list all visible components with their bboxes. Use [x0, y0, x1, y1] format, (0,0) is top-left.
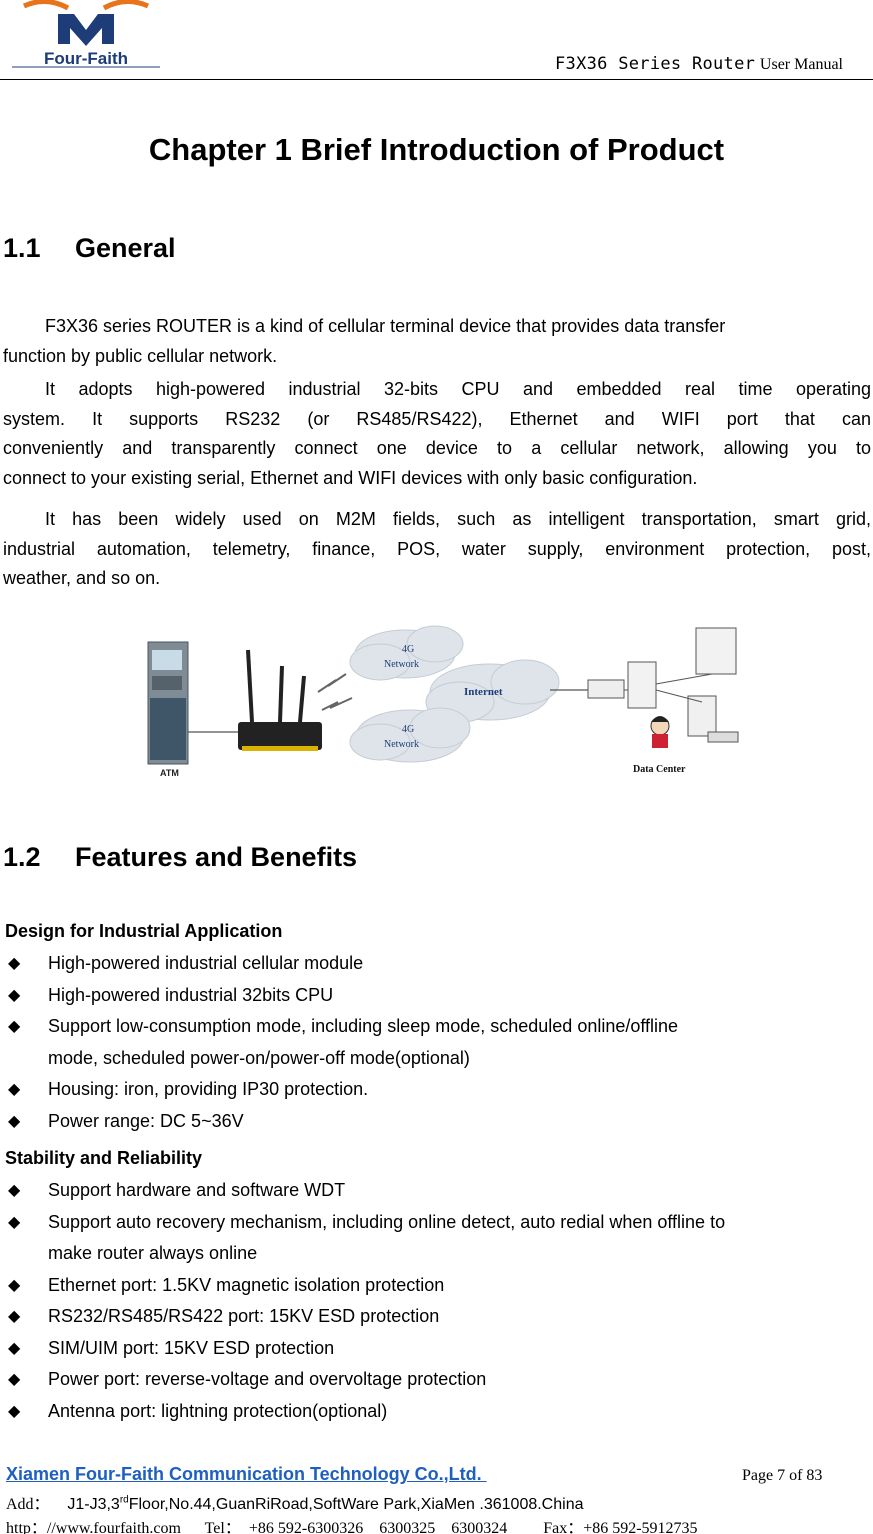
general-paragraph: F3X36 series ROUTER is a kind of cellula…	[3, 312, 871, 371]
network-diagram: ATM 4G Network Internet 4G Network Data …	[147, 625, 739, 778]
stability-heading: Stability and Reliability	[5, 1148, 203, 1168]
item-text: Power port: reverse-voltage and overvolt…	[48, 1369, 487, 1389]
cloud-label: 4G	[402, 644, 414, 655]
diamond-bullet-icon: ◆	[8, 955, 21, 972]
cloud-label: Network	[384, 659, 419, 670]
diamond-bullet-icon: ◆	[8, 1308, 21, 1325]
cloud-label: Internet	[464, 686, 503, 698]
diamond-bullet-icon: ◆	[8, 1112, 21, 1130]
item-text: Support low-consumption mode, including …	[48, 1016, 679, 1036]
diamond-bullet-icon: ◆	[8, 1339, 21, 1357]
general-paragraph: It has been widely used on M2M fields, s…	[3, 505, 871, 594]
four-faith-logo: Four-Faith	[12, 0, 160, 68]
cloud-label: Network	[384, 739, 419, 750]
stability-list: ◆ Support hardware and software WDT ◆ Supp…	[5, 1175, 871, 1427]
item-text: Housing: iron, providing IP30 protection…	[48, 1079, 369, 1099]
list-item: ◆ High-powered industrial 32bits CPU	[5, 980, 871, 1012]
item-text: RS232/RS485/RS422 port: 15KV ESD protect…	[48, 1306, 440, 1326]
general-paragraph: It adopts high-powered industrial 32-bit…	[3, 375, 871, 493]
operator-icon	[650, 716, 670, 748]
text-line: weather, and so on.	[3, 568, 161, 588]
diamond-bullet-icon: ◆	[8, 1182, 21, 1199]
section-number: 1.2	[3, 842, 41, 872]
address-pre: J1-J3,3	[67, 1496, 120, 1513]
address-sup: rd	[119, 1494, 129, 1506]
signal-icon	[321, 697, 353, 711]
item-text: SIM/UIM port: 15KV ESD protection	[48, 1337, 335, 1358]
cloud-label: 4G	[402, 724, 414, 735]
section-number: 1.1	[3, 233, 41, 263]
text-line: F3X36 series ROUTER is a kind of cellula…	[45, 316, 726, 336]
list-item: ◆ Antenna port: lightning protection(opti…	[5, 1396, 871, 1428]
page-number: Page 7 of 83	[742, 1467, 823, 1484]
list-item: ◆ Power range: DC 5~36V	[5, 1106, 871, 1138]
list-item: ◆ Housing: iron, providing IP30 protectio…	[5, 1074, 871, 1106]
section-title: Features and Benefits	[75, 842, 358, 872]
signal-icon	[317, 673, 347, 693]
diamond-bullet-icon: ◆	[8, 986, 21, 1004]
item-text: Support hardware and software WDT	[48, 1180, 346, 1200]
item-text: make router always online	[48, 1243, 258, 1263]
section-title: General	[75, 233, 176, 263]
diamond-bullet-icon: ◆	[8, 1081, 21, 1098]
address-label: Add：	[6, 1496, 50, 1513]
text-line: industrial automation, telemetry, financ…	[3, 538, 871, 559]
header-title: F3X36 Series Router User Manual	[555, 54, 843, 74]
footer-address: Add： J1-J3,3rdFloor,No.44,GuanRiRoad,Sof…	[6, 1490, 583, 1514]
design-list: ◆ High-powered industrial cellular module…	[5, 948, 871, 1137]
item-text: Power range: DC 5~36V	[48, 1110, 244, 1131]
diamond-bullet-icon: ◆	[8, 1276, 21, 1294]
section-general-heading: 1.1 General	[3, 233, 176, 264]
list-item: ◆ RS232/RS485/RS422 port: 15KV ESD protec…	[5, 1301, 871, 1333]
diamond-bullet-icon: ◆	[8, 1371, 21, 1388]
cloud-icon	[349, 625, 560, 763]
list-item: ◆ Ethernet port: 1.5KV magnetic isolation…	[5, 1270, 871, 1302]
chapter-title: Chapter 1 Brief Introduction of Product	[148, 132, 725, 167]
diamond-bullet-icon: ◆	[8, 1018, 21, 1035]
text-line: function by public cellular network.	[3, 345, 278, 366]
text-line: connect to your existing serial, Etherne…	[3, 467, 698, 488]
text-line: system. It supports RS232 (or RS485/RS42…	[3, 408, 871, 429]
address-post: Floor,No.44,GuanRiRoad,SoftWare Park,Xia…	[128, 1496, 584, 1513]
list-item: ◆ High-powered industrial cellular module	[5, 948, 871, 980]
header-rule	[0, 79, 873, 80]
section-features-heading: 1.2 Features and Benefits	[3, 842, 357, 873]
text-line: conveniently and transparently connect o…	[3, 438, 871, 458]
data-center-label: Data Center	[633, 764, 686, 775]
diamond-bullet-icon: ◆	[8, 1213, 21, 1231]
product-name: F3X36 Series Router	[555, 54, 756, 74]
list-item: ◆ Power port: reverse-voltage and overvol…	[5, 1364, 871, 1396]
list-item: ◆ SIM/UIM port: 15KV ESD protection	[5, 1333, 871, 1365]
item-text: mode, scheduled power-on/power-off mode(…	[48, 1047, 470, 1068]
svg-text:Four-Faith: Four-Faith	[44, 49, 128, 68]
footer-contact: http：//www.fourfaith.com Tel： +86 592-63…	[6, 1520, 698, 1534]
item-text: Ethernet port: 1.5KV magnetic isolation …	[48, 1274, 445, 1295]
item-text: Antenna port: lightning protection(optio…	[48, 1400, 388, 1421]
item-text: High-powered industrial cellular module	[48, 953, 364, 973]
router-icon	[238, 649, 322, 751]
design-heading: Design for Industrial Application	[5, 921, 283, 941]
item-text: Support auto recovery mechanism, includi…	[48, 1211, 726, 1232]
server-icon	[587, 627, 739, 743]
diamond-bullet-icon: ◆	[8, 1402, 21, 1420]
atm-label: ATM	[160, 768, 179, 778]
manual-label: User Manual	[759, 56, 843, 73]
text-line: It adopts high-powered industrial 32-bit…	[45, 379, 871, 399]
list-item: ◆ Support auto recovery mechanism, includ…	[5, 1207, 871, 1270]
list-item: ◆ Support hardware and software WDT	[5, 1175, 871, 1207]
list-item: ◆ Support low-consumption mode, including…	[5, 1011, 871, 1074]
text-line: It has been widely used on M2M fields, s…	[45, 509, 871, 529]
atm-icon	[147, 641, 189, 765]
item-text: High-powered industrial 32bits CPU	[48, 984, 334, 1005]
company-link[interactable]: Xiamen Four-Faith Communication Technolo…	[6, 1464, 487, 1484]
